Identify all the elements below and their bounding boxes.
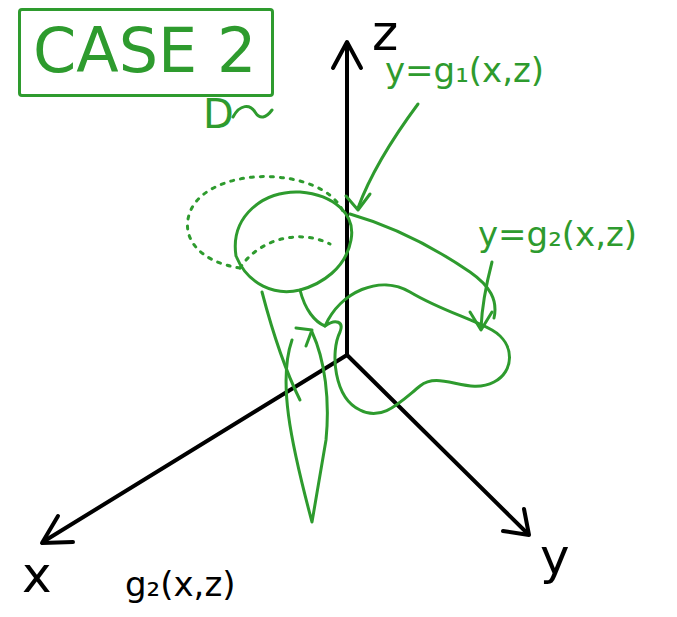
- x-arrowhead: [42, 516, 73, 543]
- x-axis: [46, 355, 347, 540]
- hidden-back-surface: [187, 177, 344, 268]
- surface-label: g₂(x,z): [125, 566, 236, 603]
- g2-leader: [481, 262, 492, 328]
- top-edge: [350, 214, 495, 318]
- surface-g1: [235, 192, 351, 292]
- z-arrowhead: [333, 42, 361, 68]
- leader-lines: [233, 104, 492, 522]
- region-label: D: [203, 92, 234, 136]
- g1-leader-head: [346, 194, 370, 210]
- side-edges: [262, 290, 325, 400]
- axis-label: x: [22, 548, 52, 603]
- hidden-back-curve: [240, 237, 330, 268]
- g2-leader-head: [470, 312, 492, 330]
- surface-label: y=g₂(x,z): [478, 216, 637, 253]
- g1-leader: [358, 104, 418, 208]
- y-arrowhead: [503, 509, 529, 535]
- title-text: CASE 2: [21, 11, 271, 91]
- coordinate-axes: [42, 42, 529, 543]
- axis-label: y: [540, 530, 570, 585]
- solid-region: [187, 177, 509, 414]
- region-leader: [233, 107, 272, 118]
- title-box: CASE 2: [18, 8, 274, 97]
- bottom-pointer: [286, 332, 327, 522]
- bottom-pointer-head: [296, 328, 312, 346]
- surface-label: y=g₁(x,z): [385, 52, 544, 89]
